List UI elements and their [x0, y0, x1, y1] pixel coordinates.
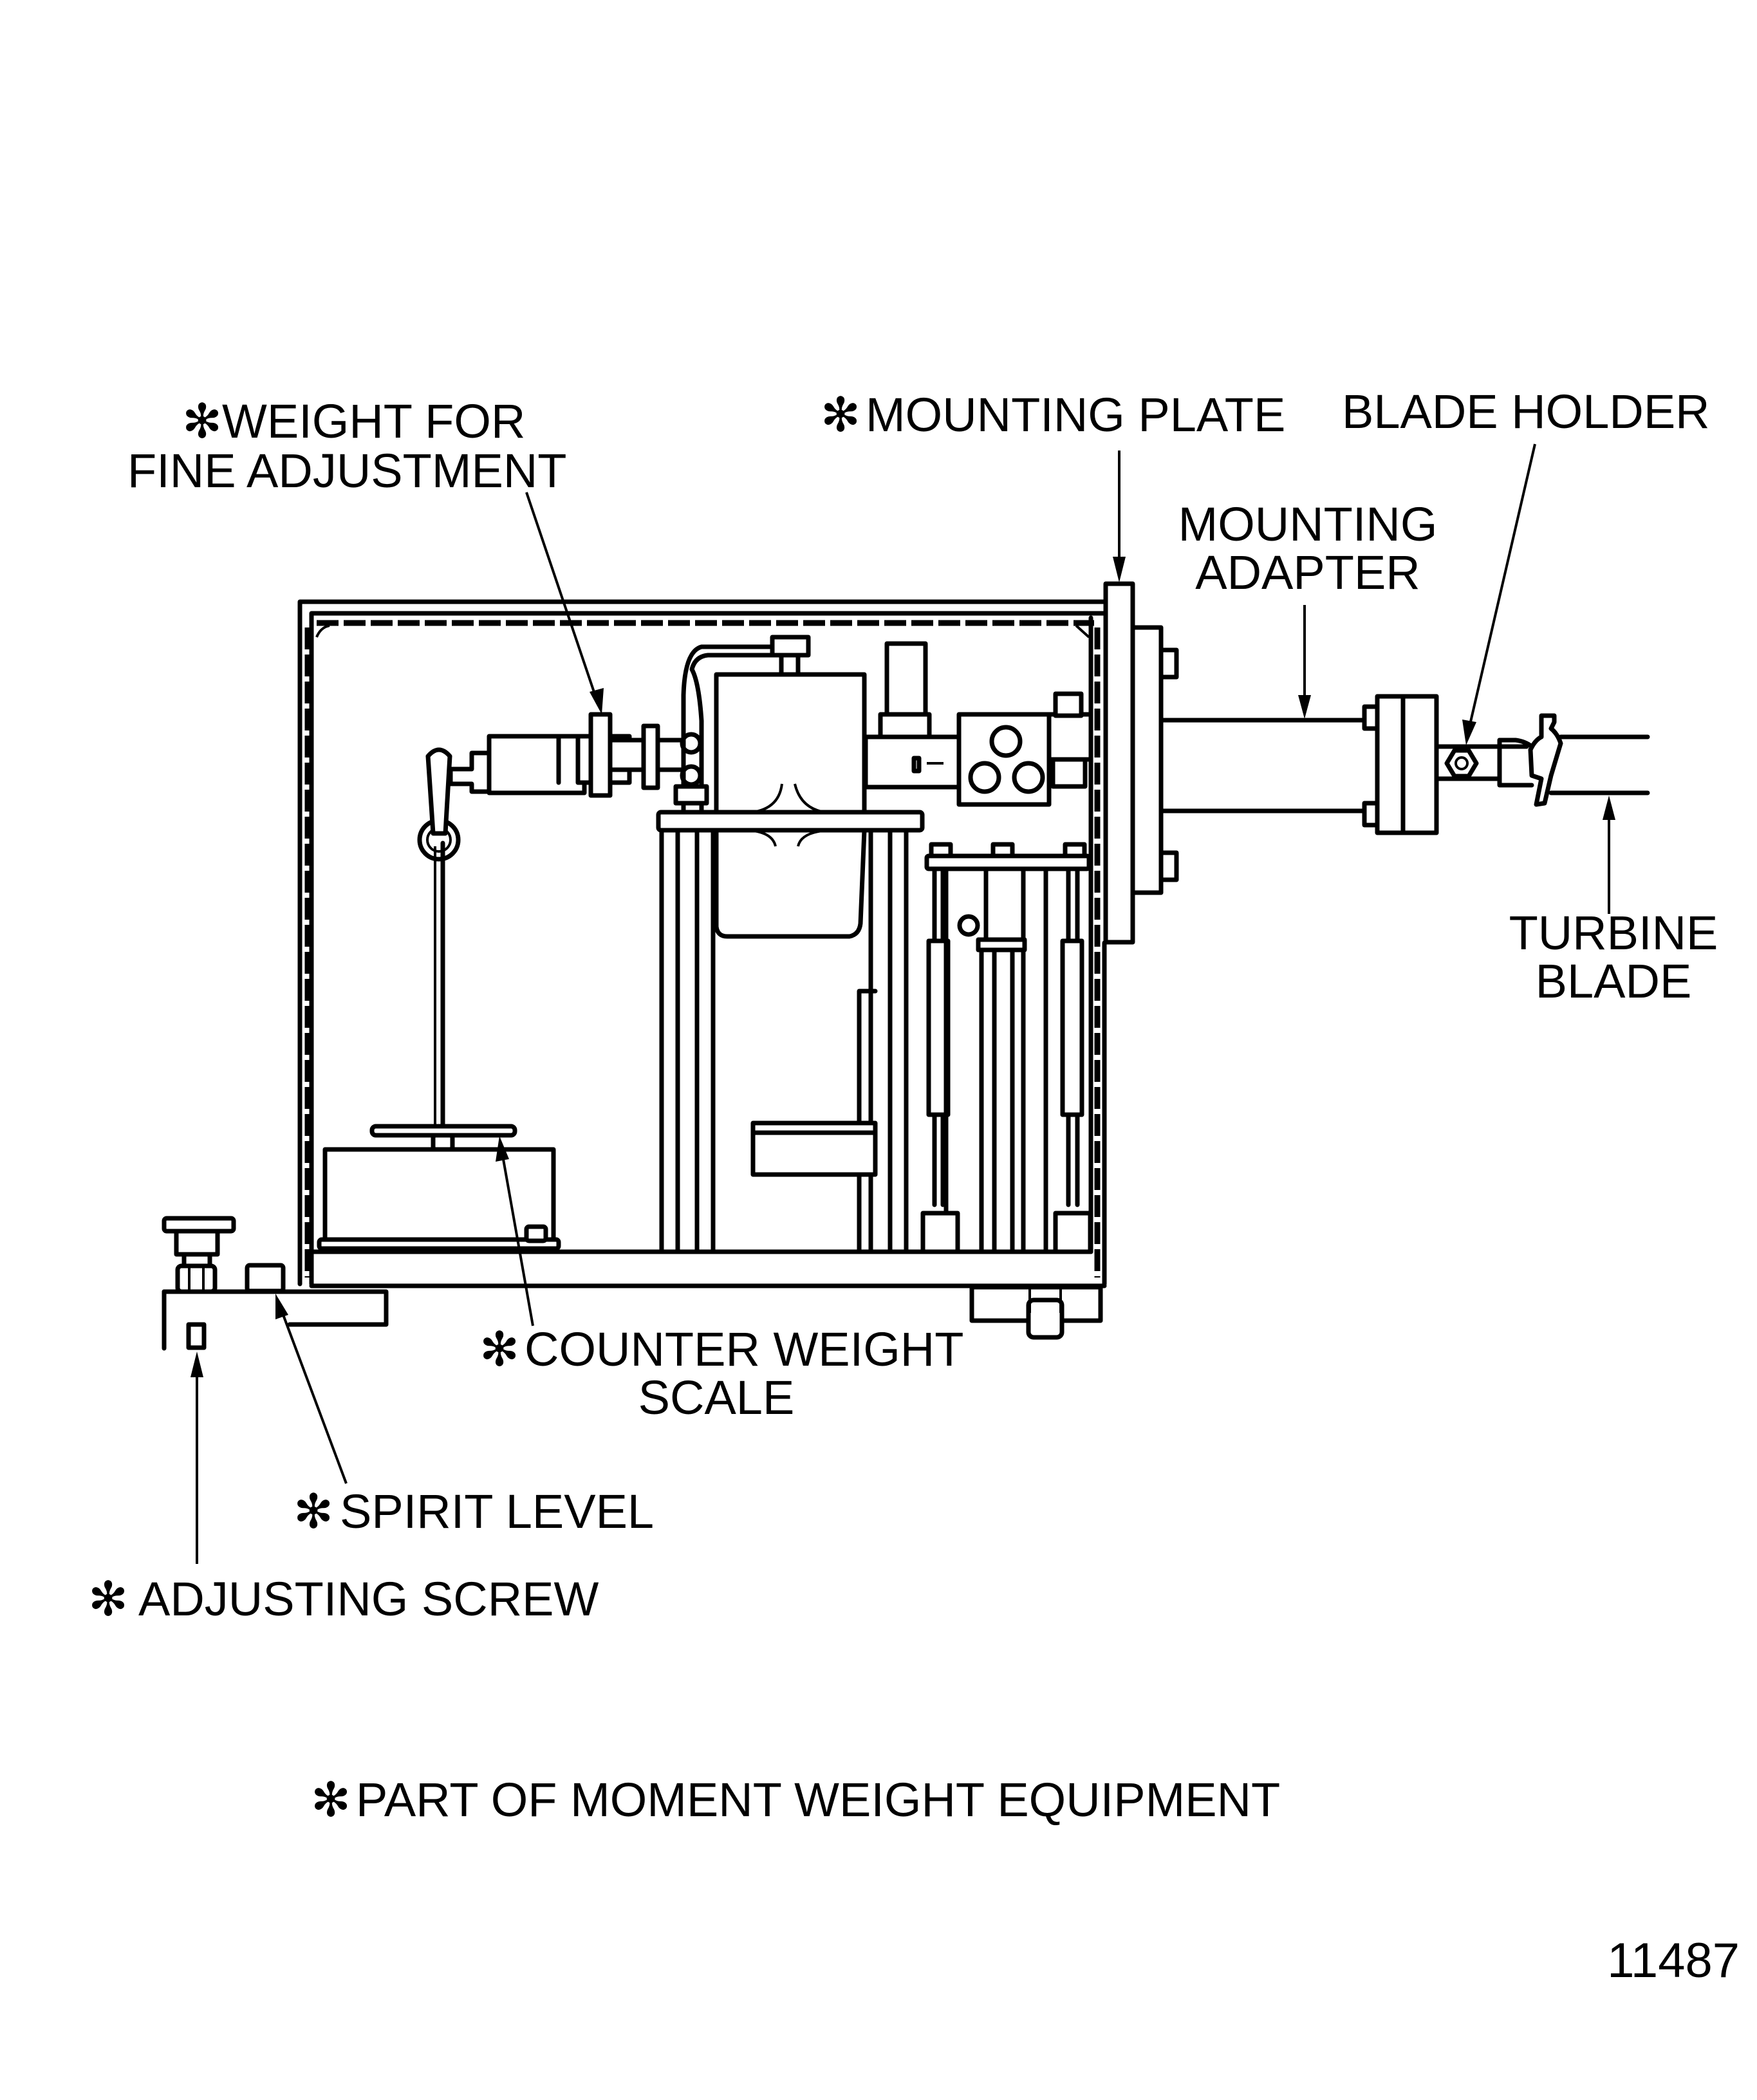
balance-arm — [448, 712, 686, 798]
label-counter-weight-line2: SCALE — [638, 1371, 795, 1424]
mounting-adapter — [1158, 694, 1439, 835]
footnote-text: PART OF MOMENT WEIGHT EQUIPMENT — [356, 1773, 1280, 1826]
turbine-blade — [1528, 713, 1650, 807]
label-turbine-blade-line1: TURBINE — [1509, 906, 1718, 960]
enclosure-housing — [297, 599, 1108, 1287]
label-weight-fine-adjustment-marker: ✻ — [182, 395, 222, 448]
label-mounting-plate: MOUNTING PLATE — [866, 388, 1285, 441]
label-counter-weight-line1: COUNTER WEIGHT — [525, 1323, 963, 1376]
pivot-bracket — [673, 635, 811, 820]
footnote-marker: ✻ — [311, 1773, 351, 1826]
label-turbine-blade-line2: BLADE — [1536, 954, 1692, 1008]
balance-housing — [656, 672, 925, 1254]
label-adjusting-screw-marker: ✻ — [88, 1572, 128, 1626]
mounting-plate — [1103, 581, 1179, 945]
label-counter-weight-marker: ✻ — [479, 1323, 519, 1376]
linkage-assembly — [863, 641, 1093, 1254]
label-adjusting-screw: ADJUSTING SCREW — [138, 1572, 599, 1626]
label-weight-fine-adjustment-line2: FINE ADJUSTMENT — [127, 444, 566, 497]
counter-weight-scale — [317, 747, 561, 1251]
label-spirit-level-marker: ✻ — [293, 1485, 333, 1538]
fine-adjustment-weight — [588, 712, 613, 798]
blade-holder — [1434, 738, 1534, 788]
label-weight-fine-adjustment-line1: WEIGHT FOR — [222, 395, 525, 448]
label-spirit-level: SPIRIT LEVEL — [340, 1485, 654, 1538]
label-mounting-adapter-line2: ADAPTER — [1195, 546, 1420, 599]
label-mounting-adapter-line1: MOUNTING — [1178, 497, 1438, 551]
label-blade-holder: BLADE HOLDER — [1342, 385, 1710, 438]
label-mounting-plate-marker: ✻ — [821, 388, 860, 441]
spirit-level — [245, 1263, 286, 1294]
figure-number: 11487 — [1607, 1933, 1740, 1988]
adjusting-screw — [162, 1216, 236, 1350]
leader-lines — [191, 443, 1615, 1564]
labels: ✻ WEIGHT FOR FINE ADJUSTMENT ✻ MOUNTING … — [88, 385, 1740, 1988]
